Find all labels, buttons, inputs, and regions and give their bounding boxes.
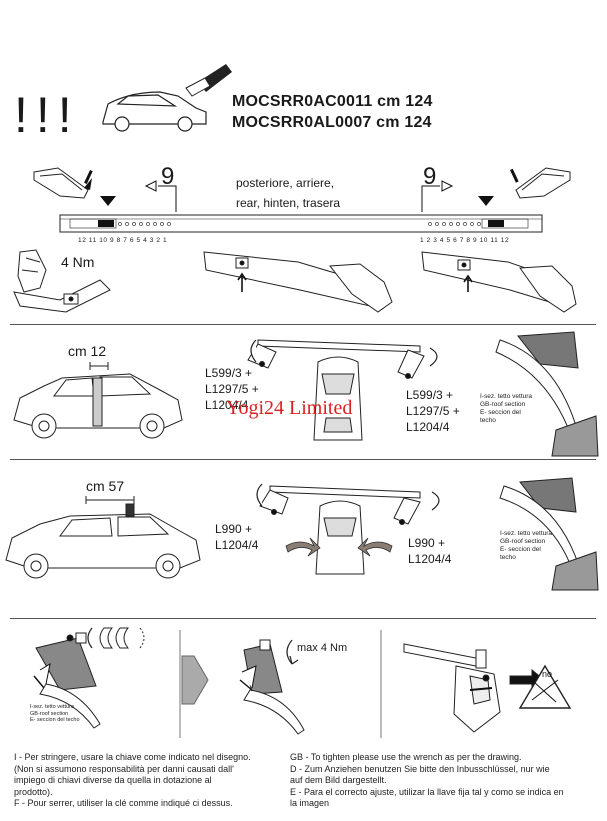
roof-section-3-label: I-sez. tetto vettura GB-roof section E- … bbox=[30, 704, 80, 723]
bar-assembly-2 bbox=[256, 483, 440, 525]
warning-marks: !!! bbox=[14, 87, 80, 143]
left-foot-icon bbox=[33, 167, 89, 199]
torque-value: 4 Nm bbox=[61, 254, 95, 270]
right-marker-number: 9 bbox=[423, 163, 437, 190]
top-car-2 bbox=[315, 500, 365, 575]
step-arrow bbox=[181, 655, 209, 705]
left-arrow-icon bbox=[84, 170, 93, 190]
kit-right-2-line1: L990 + bbox=[408, 536, 446, 550]
header-car-icon bbox=[102, 91, 207, 132]
right-scale: 1 2 3 4 5 6 7 8 9 10 11 12 bbox=[420, 237, 510, 244]
roof-section-1-label: I-sez. tetto vettura GB-roof section E- … bbox=[480, 393, 533, 424]
kit-left-2-line1: L990 + bbox=[215, 522, 253, 536]
distance-2: cm 57 bbox=[86, 478, 125, 494]
kit-right-1-line1: L599/3 + bbox=[406, 388, 454, 402]
right-down-triangle bbox=[478, 196, 494, 206]
separator-1 bbox=[10, 324, 596, 325]
notes-right: GB - To tighten please use the wrench as… bbox=[290, 752, 564, 808]
kit-left-2-line2: L1204/4 bbox=[215, 538, 259, 552]
kit-right-1-line3: L1204/4 bbox=[406, 420, 450, 434]
step-2-detail bbox=[239, 639, 305, 735]
right-arrow-icon bbox=[510, 168, 519, 183]
center-foot-detail bbox=[203, 251, 393, 313]
separator-2 bbox=[10, 459, 596, 460]
notes-left: I - Per stringere, usare la chiave come … bbox=[14, 752, 251, 808]
step-3-detail bbox=[403, 643, 572, 733]
side-arrows-2 bbox=[285, 537, 393, 557]
kit-right-2-line2: L1204/4 bbox=[408, 552, 452, 566]
side-car-1 bbox=[13, 362, 183, 439]
separator-3 bbox=[10, 618, 596, 619]
kit-left-1-line3: L1204/4 bbox=[205, 398, 249, 412]
roof-section-2-label: I-sez. tetto vettura GB-roof section E- … bbox=[500, 530, 553, 561]
left-marker-number: 9 bbox=[161, 163, 175, 190]
kit-left-1-line1: L599/3 + bbox=[205, 366, 253, 380]
product-code-1: MOCSRR0AC0011 cm 124 bbox=[232, 93, 433, 110]
kit-right-1-line2: L1297/5 + bbox=[406, 404, 460, 418]
bar-holes bbox=[118, 222, 481, 226]
product-code-2: MOCSRR0AL0007 cm 124 bbox=[232, 114, 432, 131]
no-label: no bbox=[542, 669, 553, 679]
right-foot-icon bbox=[515, 167, 571, 199]
rear-label-line1: posteriore, arriere, bbox=[236, 176, 335, 190]
rear-label-line2: rear, hinten, trasera bbox=[236, 196, 341, 210]
left-down-triangle bbox=[100, 196, 116, 206]
side-car-2 bbox=[5, 496, 201, 579]
right-marker-arrow bbox=[441, 180, 454, 192]
distance-1: cm 12 bbox=[68, 343, 107, 359]
left-scale: 12 11 10 9 8 7 6 5 4 3 2 1 bbox=[78, 237, 168, 244]
kit-left-1-line2: L1297/5 + bbox=[205, 382, 259, 396]
right-foot-detail bbox=[421, 251, 577, 313]
watermark: Yogi24 Limited bbox=[226, 397, 353, 419]
hand-icon bbox=[185, 64, 232, 97]
bar-assembly-1 bbox=[247, 339, 438, 379]
roof-bar bbox=[59, 214, 543, 233]
max-torque-label: max 4 Nm bbox=[297, 642, 348, 654]
left-marker-arrow bbox=[144, 180, 157, 192]
